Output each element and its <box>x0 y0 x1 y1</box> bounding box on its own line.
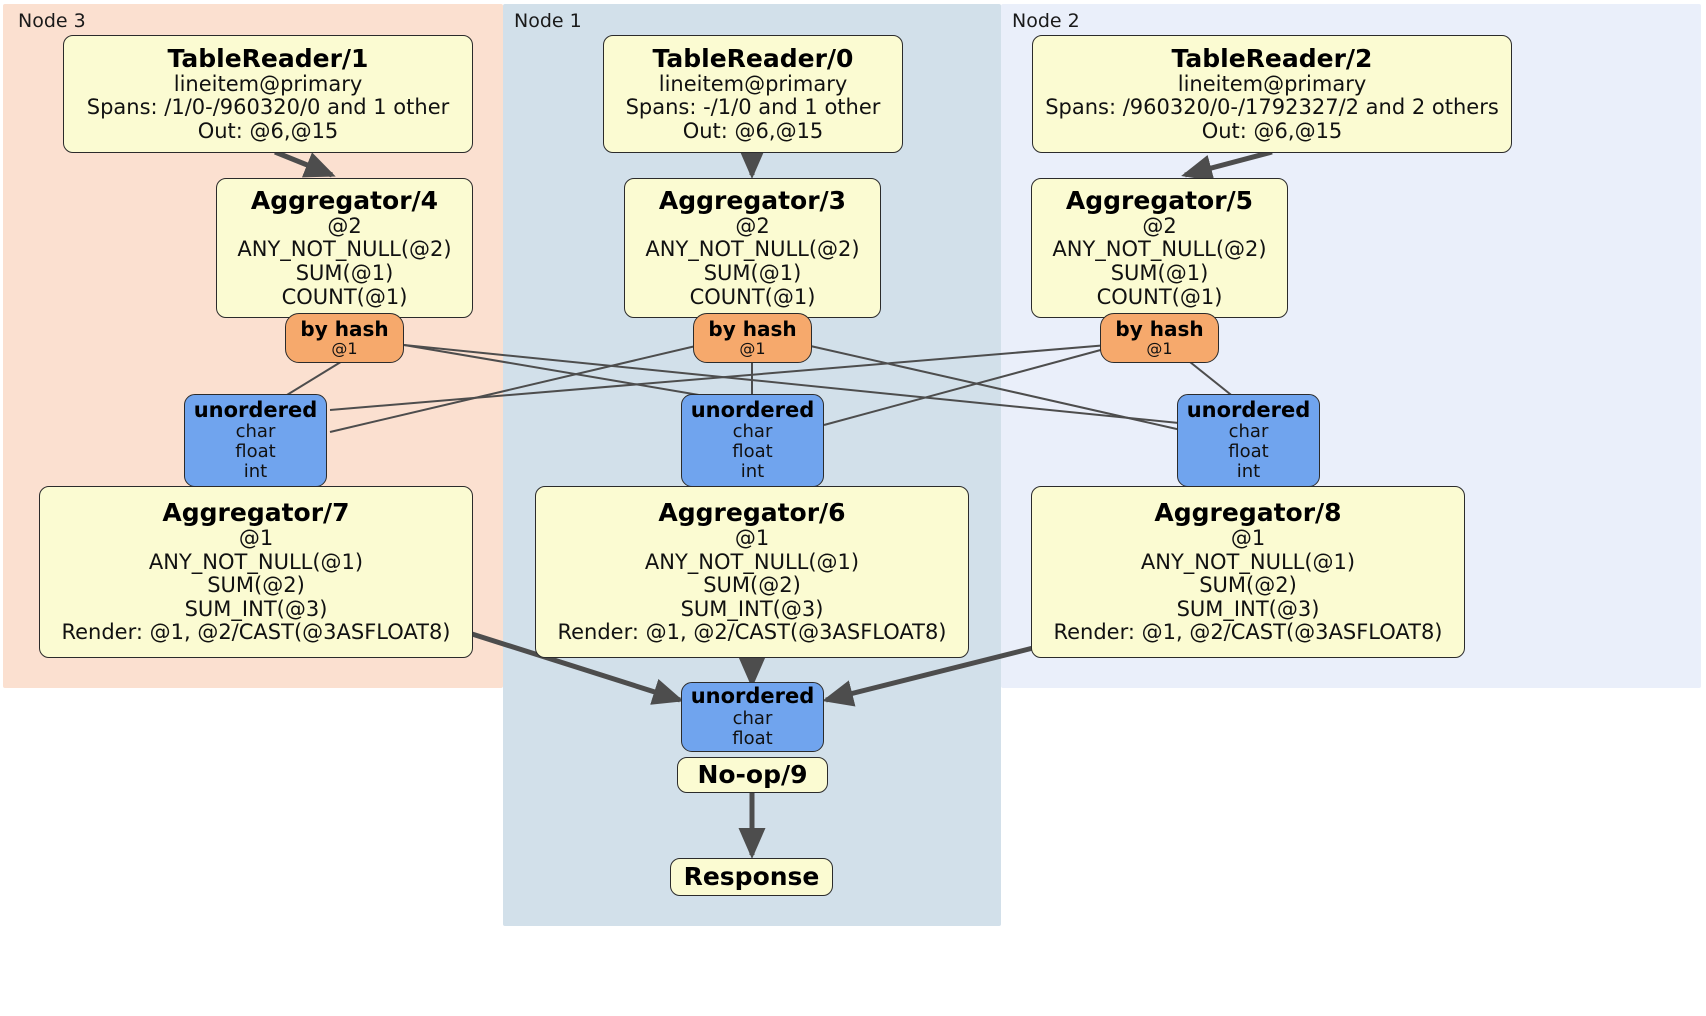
stream-type: float <box>235 441 276 463</box>
node-title: Response <box>683 862 820 891</box>
processor-no-op-9[interactable]: No-op/9 <box>677 757 828 793</box>
stream-type: float <box>732 727 773 749</box>
stream-title: unordered <box>193 397 318 422</box>
processor-aggregator-6[interactable]: Aggregator/6 @1 ANY_NOT_NULL(@1) SUM(@2)… <box>535 486 969 658</box>
node-detail: Out: @6,@15 <box>197 118 339 143</box>
router-detail: @1 <box>1146 339 1173 359</box>
node-detail: ANY_NOT_NULL(@2) <box>1052 237 1267 262</box>
stream-type: float <box>732 441 773 463</box>
router-by-hash-mid[interactable]: by hash @1 <box>693 313 812 363</box>
router-by-hash-right[interactable]: by hash @1 <box>1100 313 1219 363</box>
node-detail: COUNT(@1) <box>689 284 816 309</box>
node-title: No-op/9 <box>697 760 808 789</box>
node-detail: SUM(@1) <box>295 261 394 285</box>
node-detail: lineitem@primary <box>173 71 363 96</box>
node-detail: SUM_INT(@3) <box>680 596 824 621</box>
router-detail: @1 <box>331 339 358 359</box>
stream-type: char <box>732 421 773 443</box>
node-detail: Spans: /1/0-/960320/0 and 1 other <box>86 95 450 120</box>
router-title: by hash <box>708 316 797 341</box>
stream-type: float <box>1228 441 1269 463</box>
node-title: TableReader/0 <box>652 43 854 73</box>
stream-unordered-left[interactable]: unordered char float int <box>184 394 327 487</box>
node-detail: SUM(@2) <box>207 573 305 598</box>
node-detail: SUM_INT(@3) <box>184 596 328 621</box>
node-detail: Spans: /960320/0-/1792327/2 and 2 others <box>1045 95 1499 120</box>
node-title: TableReader/2 <box>1171 43 1373 73</box>
node-render: Render: @1, @2/CAST(@3ASFLOAT8) <box>1053 620 1443 645</box>
node-detail: @2 <box>327 213 362 238</box>
stream-type: int <box>243 461 268 483</box>
processor-table-reader-0[interactable]: TableReader/0 lineitem@primary Spans: -/… <box>603 35 903 153</box>
stream-unordered-final[interactable]: unordered char float <box>681 682 824 752</box>
node-detail: SUM(@1) <box>703 261 802 285</box>
node-detail: SUM(@2) <box>703 573 801 598</box>
processor-table-reader-1[interactable]: TableReader/1 lineitem@primary Spans: /1… <box>63 35 473 153</box>
node-detail: lineitem@primary <box>1177 71 1367 96</box>
node-detail: ANY_NOT_NULL(@2) <box>645 237 860 262</box>
node-detail: COUNT(@1) <box>281 284 408 309</box>
processor-aggregator-4[interactable]: Aggregator/4 @2 ANY_NOT_NULL(@2) SUM(@1)… <box>216 178 473 318</box>
stream-title: unordered <box>690 684 815 709</box>
router-detail: @1 <box>739 339 766 359</box>
stream-type: int <box>740 461 765 483</box>
node-detail: ANY_NOT_NULL(@1) <box>148 549 364 574</box>
node-title: Aggregator/7 <box>162 498 350 528</box>
node-title: Aggregator/6 <box>658 498 846 528</box>
processor-table-reader-2[interactable]: TableReader/2 lineitem@primary Spans: /9… <box>1032 35 1512 153</box>
node-detail: Out: @6,@15 <box>1201 118 1343 143</box>
processor-aggregator-8[interactable]: Aggregator/8 @1 ANY_NOT_NULL(@1) SUM(@2)… <box>1031 486 1465 658</box>
node-detail: @1 <box>734 526 770 551</box>
node-detail: ANY_NOT_NULL(@1) <box>1140 549 1356 574</box>
node-panel-label-node-1: Node 1 <box>514 10 582 32</box>
node-detail: SUM(@2) <box>1199 573 1297 598</box>
node-render: Render: @1, @2/CAST(@3ASFLOAT8) <box>557 620 947 645</box>
processor-response[interactable]: Response <box>670 858 833 896</box>
node-title: Aggregator/4 <box>250 185 439 215</box>
stream-unordered-mid[interactable]: unordered char float int <box>681 394 824 487</box>
node-detail: Spans: -/1/0 and 1 other <box>625 95 881 120</box>
node-title: Aggregator/3 <box>658 185 847 215</box>
router-title: by hash <box>1115 316 1204 341</box>
processor-aggregator-7[interactable]: Aggregator/7 @1 ANY_NOT_NULL(@1) SUM(@2)… <box>39 486 473 658</box>
node-detail: @2 <box>735 213 770 238</box>
router-by-hash-left[interactable]: by hash @1 <box>285 313 404 363</box>
node-detail: COUNT(@1) <box>1096 284 1223 309</box>
node-detail: lineitem@primary <box>658 71 848 96</box>
node-panel-label-node-3: Node 3 <box>18 10 86 32</box>
processor-aggregator-3[interactable]: Aggregator/3 @2 ANY_NOT_NULL(@2) SUM(@1)… <box>624 178 881 318</box>
stream-type: char <box>235 421 276 443</box>
node-title: Aggregator/5 <box>1065 185 1254 215</box>
stream-type: char <box>1228 421 1269 443</box>
stream-type: int <box>1236 461 1261 483</box>
router-title: by hash <box>300 316 389 341</box>
node-title: TableReader/1 <box>167 43 369 73</box>
node-detail: SUM(@1) <box>1110 261 1209 285</box>
stream-title: unordered <box>1186 397 1311 422</box>
node-detail: @2 <box>1142 213 1177 238</box>
node-detail: @1 <box>238 526 274 551</box>
node-detail: SUM_INT(@3) <box>1176 596 1320 621</box>
stream-type: char <box>732 707 773 729</box>
node-detail: ANY_NOT_NULL(@1) <box>644 549 860 574</box>
node-panel-label-node-2: Node 2 <box>1012 10 1080 32</box>
node-render: Render: @1, @2/CAST(@3ASFLOAT8) <box>61 620 451 645</box>
node-detail: @1 <box>1230 526 1266 551</box>
stream-title: unordered <box>690 397 815 422</box>
node-detail: Out: @6,@15 <box>682 118 824 143</box>
processor-aggregator-5[interactable]: Aggregator/5 @2 ANY_NOT_NULL(@2) SUM(@1)… <box>1031 178 1288 318</box>
node-detail: ANY_NOT_NULL(@2) <box>237 237 452 262</box>
stream-unordered-right[interactable]: unordered char float int <box>1177 394 1320 487</box>
node-title: Aggregator/8 <box>1154 498 1342 528</box>
